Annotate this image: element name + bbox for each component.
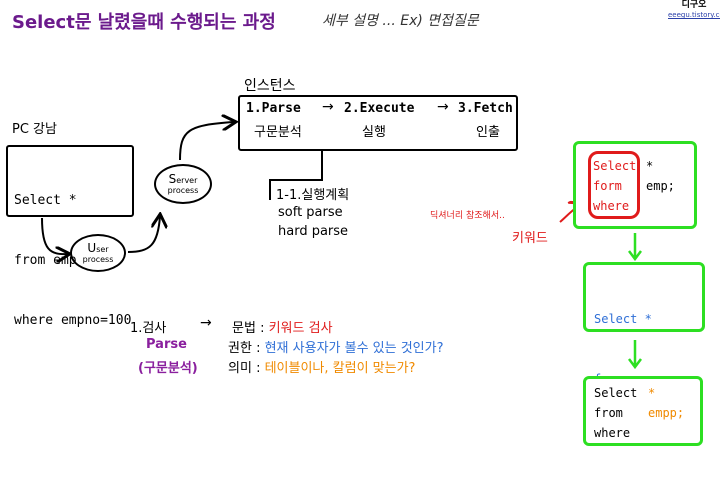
check-sep: :: [256, 341, 261, 356]
step-parse-ko: 구문분석: [254, 125, 302, 140]
check-side-label: Parse: [146, 337, 187, 352]
step-arrow: →: [437, 99, 449, 115]
step-fetch-ko: 인출: [476, 125, 500, 140]
server-process-node: Server process: [154, 164, 212, 204]
check-value: 테이블이나, 칼럼이 맞는가?: [264, 361, 416, 376]
box3-rest: * empp;: [648, 383, 684, 423]
check-value: 키워드 검사: [268, 321, 333, 336]
box3-rest-line: empp;: [648, 406, 685, 420]
user-sub: process: [82, 255, 114, 264]
pc-label: PC 강남: [12, 122, 57, 137]
server-initial: S: [168, 172, 177, 186]
box3-keyword: Select: [594, 386, 638, 400]
right-query-box-2: Select * from emp; where: [583, 262, 705, 446]
check-row: 문법 : 키워드 검사: [232, 317, 333, 336]
arrow-user-to-server: [127, 216, 160, 253]
parse-detail-item: hard parse: [278, 224, 349, 239]
logo-url: eeegu.tistory.com: [668, 11, 720, 19]
user-process-node: User process: [70, 234, 126, 272]
box1-rest-line: *: [646, 159, 654, 173]
box3-keywords: Select from where: [594, 383, 637, 443]
instance-label: 인스턴스: [244, 78, 296, 94]
box1-rest: * emp;: [646, 156, 675, 196]
right-query-box-3: Select from where * empp;: [583, 376, 703, 446]
parse-detail-title: 1-1.실행계획: [276, 188, 350, 203]
box1-rest-line: emp;: [646, 179, 675, 193]
logo-text: 디구오: [681, 0, 707, 10]
parse-detail-item: soft parse: [278, 205, 343, 220]
box1-keyword: form: [593, 179, 622, 193]
check-sep: :: [260, 321, 265, 336]
box1-keyword: where: [593, 199, 630, 213]
keyword-label: 키워드: [512, 231, 548, 246]
check-key: 권한: [228, 341, 252, 356]
pc-query-box: Select * from emp where empno=100: [6, 145, 134, 328]
server-rest: erver: [176, 176, 198, 185]
check-key: 문법: [232, 321, 256, 336]
pc-code-line: where empno=100: [14, 313, 132, 328]
check-arrow: →: [200, 315, 212, 331]
pc-code-line: Select *: [14, 193, 77, 208]
step-execute-ko: 실행: [362, 125, 386, 140]
site-logo[interactable]: 디구오 eeegu.tistory.com: [668, 0, 720, 22]
green-arrow-1: [628, 233, 642, 262]
check-value: 현재 사용자가 볼수 있는 것인가?: [264, 341, 444, 356]
check-heading: 1.검사: [130, 321, 167, 336]
arrow-server-to-instance: [179, 122, 234, 161]
box1-keyword: Select: [593, 159, 637, 173]
user-initial: U: [87, 241, 97, 255]
box3-keyword: from: [594, 406, 623, 420]
step-parse-name: 1.Parse: [246, 101, 301, 116]
step-arrow: →: [322, 99, 334, 115]
user-rest: ser: [96, 245, 109, 254]
keyword-highlight: [588, 151, 640, 219]
page-subtitle: 세부 설명 ... Ex) 면접질문: [322, 13, 479, 29]
box3-keyword: where: [594, 426, 631, 440]
instance-box: 1.Parse → 2.Execute → 3.Fetch 구문분석 실행 인출: [238, 95, 518, 151]
server-sub: process: [167, 186, 199, 195]
check-key: 의미: [228, 361, 252, 376]
check-row: 의미 : 테이블이나, 칼럼이 맞는가?: [228, 357, 415, 376]
step-fetch-name: 3.Fetch: [458, 101, 513, 116]
box1-keywords: Select form where: [593, 156, 636, 216]
check-side-label: (구문분석): [138, 361, 198, 376]
box2-line: Select *: [594, 312, 652, 326]
page-title: Select문 날렸을때 수행되는 과정: [12, 12, 276, 33]
box3-rest-line: *: [648, 386, 656, 400]
step-execute-name: 2.Execute: [344, 101, 415, 116]
check-sep: :: [256, 361, 261, 376]
check-row: 권한 : 현재 사용자가 볼수 있는 것인가?: [228, 337, 444, 356]
right-query-box-1: Select form where * emp;: [573, 141, 697, 229]
dictionary-note: 딕셔너리 참조해서..: [430, 211, 505, 221]
